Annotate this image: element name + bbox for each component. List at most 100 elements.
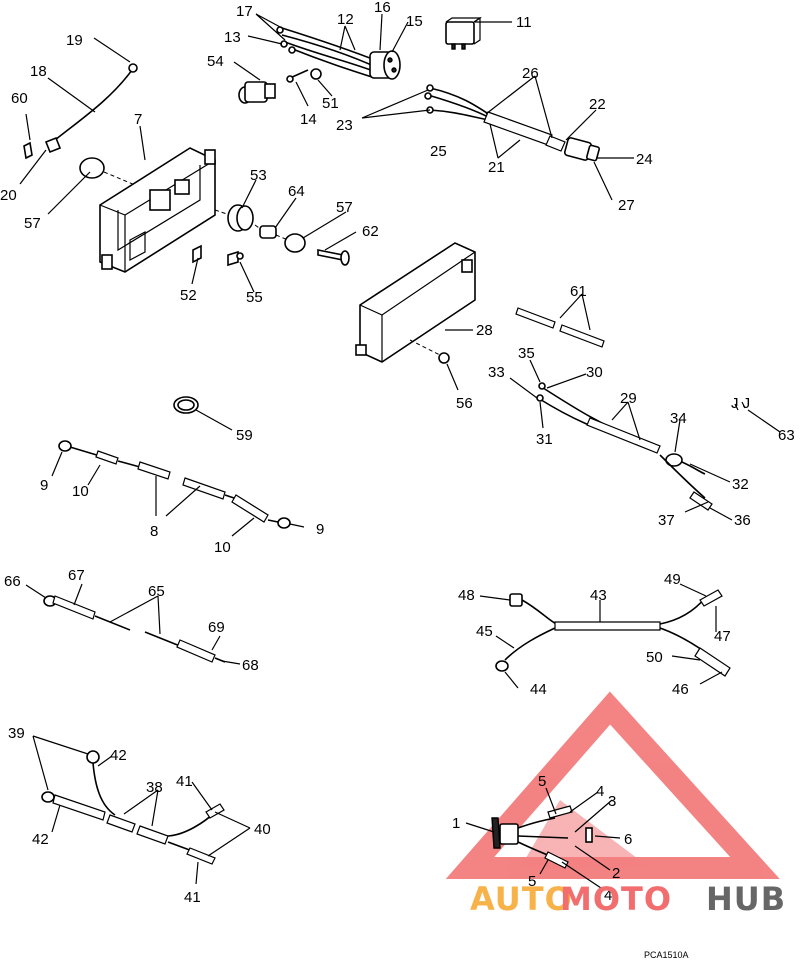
watermark-moto: MOTO xyxy=(560,880,672,918)
label-46: 46 xyxy=(672,681,689,698)
washer-left xyxy=(79,157,105,179)
label-42b: 42 xyxy=(32,831,49,848)
label-27: 27 xyxy=(618,197,635,214)
watermark-auto: AUTO xyxy=(470,880,573,918)
label-38: 38 xyxy=(146,779,163,796)
label-31: 31 xyxy=(536,431,553,448)
label-14: 14 xyxy=(300,111,317,128)
watermark-hub: HUB xyxy=(706,880,786,918)
module-28 xyxy=(355,242,476,364)
label-23: 23 xyxy=(336,117,353,134)
label-3: 3 xyxy=(608,793,616,810)
label-9a: 9 xyxy=(40,477,48,494)
label-37: 37 xyxy=(658,512,675,529)
label-16: 16 xyxy=(374,0,391,16)
label-54: 54 xyxy=(207,53,224,70)
label-59: 59 xyxy=(236,427,253,444)
clip-63 xyxy=(734,401,746,411)
label-44: 44 xyxy=(530,681,547,698)
fasteners-top xyxy=(192,204,350,267)
label-22: 22 xyxy=(589,96,606,113)
label-35: 35 xyxy=(518,345,535,362)
label-19: 19 xyxy=(66,32,83,49)
label-65: 65 xyxy=(148,583,165,600)
label-55: 55 xyxy=(246,289,263,306)
label-4a: 4 xyxy=(596,783,604,800)
module-box xyxy=(99,147,216,273)
ground-wire xyxy=(23,63,138,160)
label-36: 36 xyxy=(734,512,751,529)
label-28: 28 xyxy=(476,322,493,339)
label-66: 66 xyxy=(4,573,21,590)
watermark-text: AUTO MOTO HUB xyxy=(470,880,786,918)
label-62: 62 xyxy=(362,223,379,240)
label-45: 45 xyxy=(476,623,493,640)
label-34: 34 xyxy=(670,410,687,427)
label-26: 26 xyxy=(522,65,539,82)
label-18: 18 xyxy=(30,63,47,80)
label-jj: J J xyxy=(731,395,750,412)
label-30: 30 xyxy=(586,364,603,381)
label-69: 69 xyxy=(208,619,225,636)
label-11: 11 xyxy=(516,14,532,31)
label-48: 48 xyxy=(458,587,475,604)
lead-65 xyxy=(43,595,226,663)
label-6: 6 xyxy=(624,831,632,848)
label-10b: 10 xyxy=(214,539,231,556)
label-5b: 5 xyxy=(528,873,536,890)
sleeves-61 xyxy=(515,307,605,348)
label-61: 61 xyxy=(570,283,587,300)
label-5a: 5 xyxy=(538,773,546,790)
label-4b: 4 xyxy=(604,887,612,904)
label-67: 67 xyxy=(68,567,85,584)
relay xyxy=(445,16,482,50)
figure-code: PCA1510A xyxy=(644,950,689,960)
label-20: 20 xyxy=(0,187,17,204)
label-40: 40 xyxy=(254,821,271,838)
pin-part xyxy=(289,69,309,79)
label-41a: 41 xyxy=(176,773,193,790)
label-10a: 10 xyxy=(72,483,89,500)
label-32: 32 xyxy=(732,476,749,493)
label-21: 21 xyxy=(488,159,505,176)
label-12: 12 xyxy=(337,11,354,28)
label-51: 51 xyxy=(322,95,339,112)
label-8: 8 xyxy=(150,523,158,540)
label-15: 15 xyxy=(406,13,423,30)
plug-part xyxy=(238,81,276,104)
label-64: 64 xyxy=(288,183,305,200)
leader-lines xyxy=(19,13,781,891)
label-9b: 9 xyxy=(316,521,324,538)
label-68: 68 xyxy=(242,657,259,674)
label-41b: 41 xyxy=(184,889,201,906)
label-39: 39 xyxy=(8,725,25,742)
connector-assembly xyxy=(491,805,593,869)
label-13: 13 xyxy=(224,29,241,46)
label-24: 24 xyxy=(636,151,653,168)
label-43: 43 xyxy=(590,587,607,604)
label-52: 52 xyxy=(180,287,197,304)
label-33: 33 xyxy=(488,364,505,381)
label-17: 17 xyxy=(236,3,253,20)
harness-29 xyxy=(536,382,713,511)
label-29: 29 xyxy=(620,390,637,407)
label-60: 60 xyxy=(11,90,28,107)
lead-harness xyxy=(424,84,600,162)
lead-8 xyxy=(58,440,291,529)
label-49: 49 xyxy=(664,571,681,588)
label-57b: 57 xyxy=(336,199,353,216)
label-25: 25 xyxy=(430,143,447,160)
lead-38 xyxy=(41,750,225,865)
clamp xyxy=(173,396,199,414)
label-57a: 57 xyxy=(24,215,41,232)
label-42a: 42 xyxy=(110,747,127,764)
label-50: 50 xyxy=(646,649,663,666)
label-2: 2 xyxy=(612,865,620,882)
label-56: 56 xyxy=(456,395,473,412)
label-63: 63 xyxy=(778,427,795,444)
label-1: 1 xyxy=(452,815,460,832)
top-harness xyxy=(276,26,401,80)
label-53: 53 xyxy=(250,167,267,184)
